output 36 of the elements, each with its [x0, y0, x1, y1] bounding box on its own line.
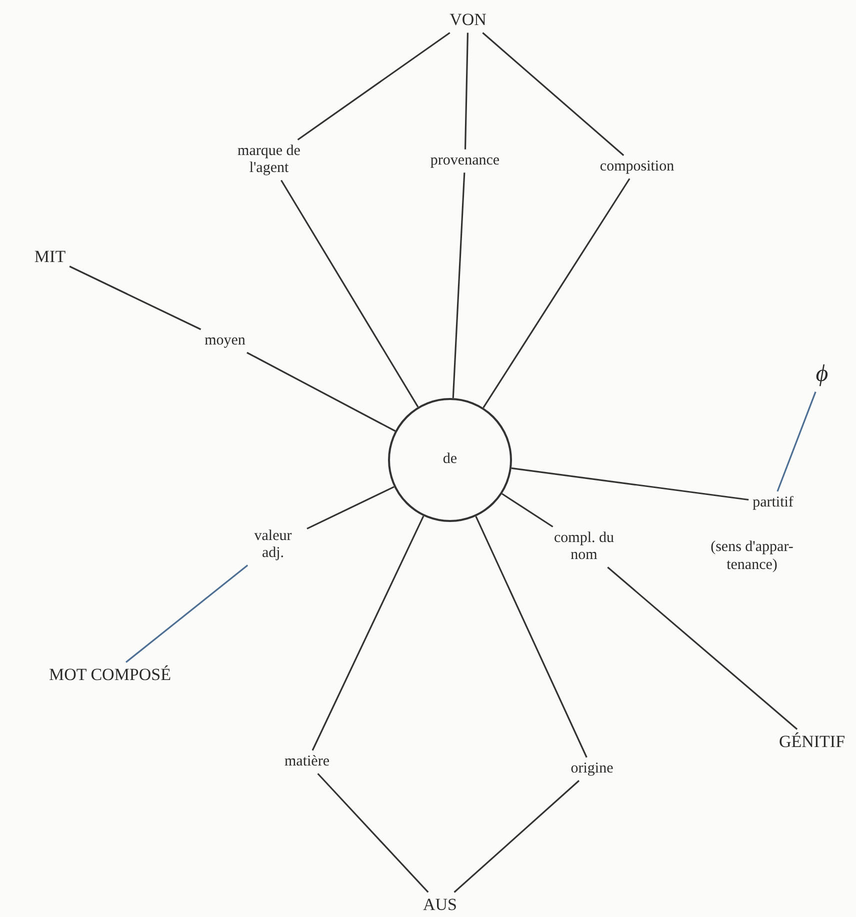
term-label: GÉNITIF — [778, 732, 846, 752]
connector-line — [464, 32, 469, 150]
connector-line — [475, 516, 588, 758]
node-label: matière — [284, 753, 330, 771]
node-label: marque de l'agent — [219, 142, 319, 178]
node-label: partitif — [752, 494, 794, 512]
center-circle — [388, 398, 512, 522]
term-label: MOT COMPOSÉ — [48, 665, 172, 685]
connector-line — [482, 178, 630, 408]
connector-line — [126, 564, 248, 663]
connector-line — [511, 467, 749, 501]
node-label: provenance — [430, 152, 500, 170]
connector-line — [452, 172, 466, 398]
connector-line — [776, 392, 816, 492]
node-label: moyen — [204, 332, 246, 350]
node-label: de — [442, 451, 458, 469]
connector-line — [280, 180, 419, 408]
note-label: (sens d'appar- tenance) — [710, 538, 794, 574]
connector-line — [306, 486, 394, 530]
connector-line — [502, 493, 554, 528]
connector-line — [454, 780, 580, 893]
term-label: VON — [450, 10, 486, 30]
node-label: valeur adj. — [243, 528, 303, 562]
connector-line — [69, 266, 202, 330]
node-label: compl. du nom — [544, 530, 624, 564]
symbol-label: ϕ — [816, 361, 828, 389]
term-label: AUS — [423, 895, 457, 915]
connector-line — [246, 352, 396, 432]
connector-line — [317, 773, 429, 893]
connector-line — [607, 566, 798, 730]
connector-line — [482, 32, 624, 156]
term-label: MIT — [34, 247, 66, 267]
node-label: origine — [570, 760, 614, 778]
connector-line — [312, 516, 424, 751]
connector-line — [297, 32, 450, 140]
node-label: composition — [600, 158, 674, 176]
